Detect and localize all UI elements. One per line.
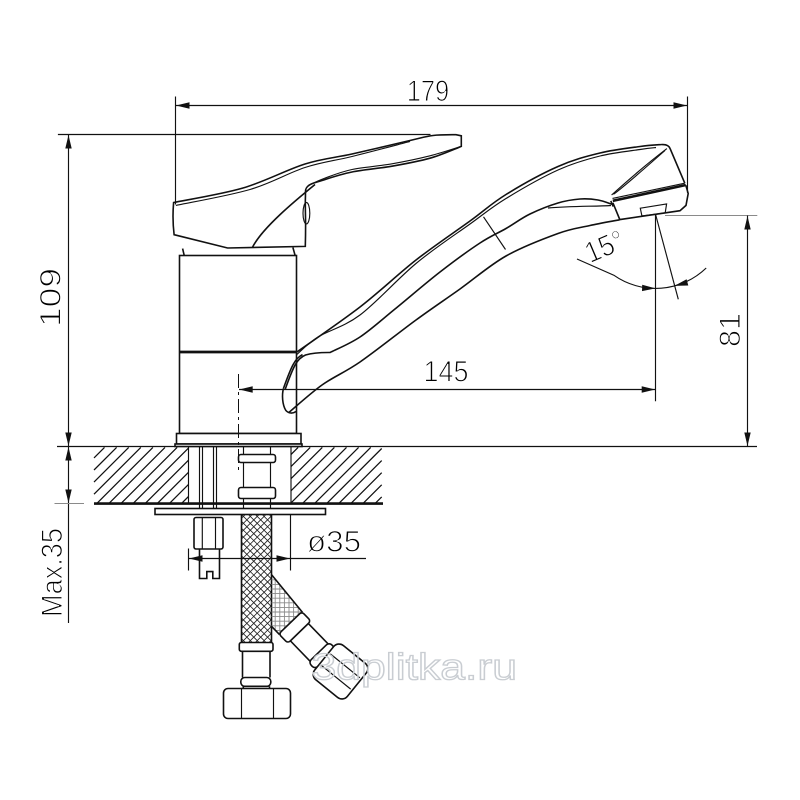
svg-text:145: 145 — [424, 356, 469, 389]
svg-text:179: 179 — [407, 75, 450, 108]
svg-text:3dplitka.ru: 3dplitka.ru — [312, 646, 518, 688]
svg-text:81: 81 — [714, 313, 747, 347]
svg-text:109: 109 — [35, 268, 68, 327]
svg-text:Max.35: Max.35 — [36, 528, 69, 617]
svg-text:ø35: ø35 — [307, 526, 361, 559]
